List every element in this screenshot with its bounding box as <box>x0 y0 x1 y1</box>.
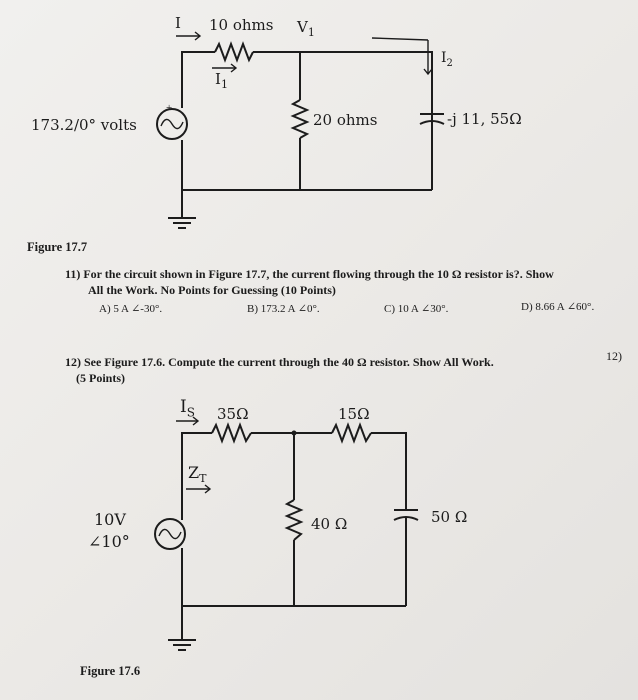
figure-17-7-circuit: + <box>156 31 445 229</box>
wire-176-top-right <box>371 432 407 510</box>
cap-plate-bottom <box>419 120 445 125</box>
resistor-40 <box>284 499 304 541</box>
q11-option-c: C) 10 A ∠30°. <box>384 303 449 315</box>
wire-top-left <box>181 51 215 56</box>
caption-figure-17-7: Figure 17.7 <box>27 240 88 254</box>
label-v1: V1 <box>297 18 315 39</box>
label-i1: I1 <box>215 70 228 91</box>
label-angle-10: ∠10° <box>88 532 130 551</box>
label-zt-sub: T <box>199 472 207 486</box>
q11-option-a: A) 5 A ∠-30°. <box>99 303 163 315</box>
label-i1-main: I <box>215 70 221 88</box>
ac-source-173 <box>156 108 188 140</box>
label-i: I <box>175 14 181 32</box>
q11-option-d: D) 8.66 A ∠60°. <box>521 301 595 313</box>
q12-line-2: (5 Points) <box>76 371 125 385</box>
label-40-ohm: 40 Ω <box>311 515 348 533</box>
label-35-ohm: 35Ω <box>217 405 249 423</box>
q11-option-b: B) 173.2 A ∠0°. <box>247 303 320 315</box>
label-50-ohm: 50 Ω <box>431 508 468 526</box>
arrow-i2-leader <box>371 37 429 41</box>
arrow-i2-head <box>423 68 433 76</box>
resistor-15 <box>331 422 372 444</box>
label-zt: ZT <box>188 463 206 485</box>
junction-node <box>291 430 297 436</box>
label-is-main: I <box>180 397 187 417</box>
plus-sign: + <box>166 102 172 114</box>
resistor-35 <box>211 422 252 444</box>
label-is-sub: S <box>186 405 195 420</box>
label-i1-sub: 1 <box>220 78 228 91</box>
q11-line-1: 11) For the circuit shown in Figure 17.7… <box>65 267 554 281</box>
resistor-20-ohms <box>290 99 310 139</box>
label-20-ohms: 20 ohms <box>313 111 378 129</box>
label-source-173: 173.2/0° volts <box>31 116 137 134</box>
label-10-ohms: 10 ohms <box>209 16 274 34</box>
ac-source-10v <box>154 518 186 550</box>
label-i2: I2 <box>441 50 453 69</box>
q12-line-1: 12) See Figure 17.6. Compute the current… <box>65 355 494 369</box>
label-i2-main: I <box>441 50 447 66</box>
arrow-zt-head <box>204 484 212 494</box>
label-10v: 10V <box>94 510 126 529</box>
arrow-i-head <box>194 31 202 41</box>
label-i2-sub: 2 <box>446 57 453 69</box>
cap50-plate-bottom <box>393 516 419 521</box>
label-v1-main: V <box>297 18 308 36</box>
arrow-i1-head <box>230 63 238 73</box>
label-15-ohm: 15Ω <box>338 405 370 423</box>
q11-line-2: All the Work. No Points for Guessing (10… <box>88 283 336 297</box>
label-zt-main: Z <box>188 463 200 482</box>
sine-wave-icon <box>160 118 184 130</box>
sine-wave-icon-2 <box>158 528 182 540</box>
label-capacitor: -j 11, 55Ω <box>447 110 522 128</box>
label-is: IS <box>180 397 195 419</box>
caption-figure-17-6: Figure 17.6 <box>80 664 141 678</box>
resistor-10-ohms <box>214 41 254 63</box>
label-v1-sub: 1 <box>307 26 315 39</box>
margin-label-12: 12) <box>606 349 622 363</box>
